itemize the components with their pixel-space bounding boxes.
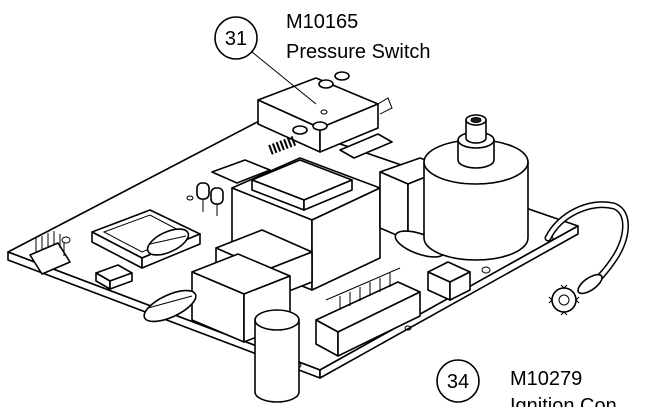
resistor-small: [146, 228, 190, 256]
ic-chip: [211, 159, 271, 184]
callout-31-leader: [251, 51, 317, 105]
relay-block: [427, 261, 471, 301]
pin-header: [29, 231, 71, 275]
callout-31-part-no: M10165: [286, 11, 358, 33]
capacitor-front: [254, 309, 300, 403]
ignition-wire: [544, 201, 629, 295]
small-block: [95, 264, 133, 290]
callout-31-description: Pressure Switch: [286, 41, 431, 63]
ignition-coil: [423, 114, 529, 261]
resistor-front: [143, 289, 197, 323]
callout-31-number: 31: [225, 28, 247, 50]
callout-31: 31 M10165 Pressure Switch: [214, 11, 431, 105]
ring-terminal: [548, 284, 580, 316]
led-pair: [196, 182, 224, 216]
callout-34-circle: [436, 359, 480, 403]
connector-strip: [315, 267, 421, 357]
callout-34: 34 M10279 Ignition Con: [436, 359, 617, 407]
callout-34-description: Ignition Con: [510, 395, 617, 407]
pressure-switch: [257, 71, 393, 159]
transformer-large: [231, 157, 381, 291]
callout-34-part-no: M10279: [510, 368, 582, 390]
callout-31-circle: [214, 16, 258, 60]
callout-34-number: 34: [447, 371, 469, 393]
